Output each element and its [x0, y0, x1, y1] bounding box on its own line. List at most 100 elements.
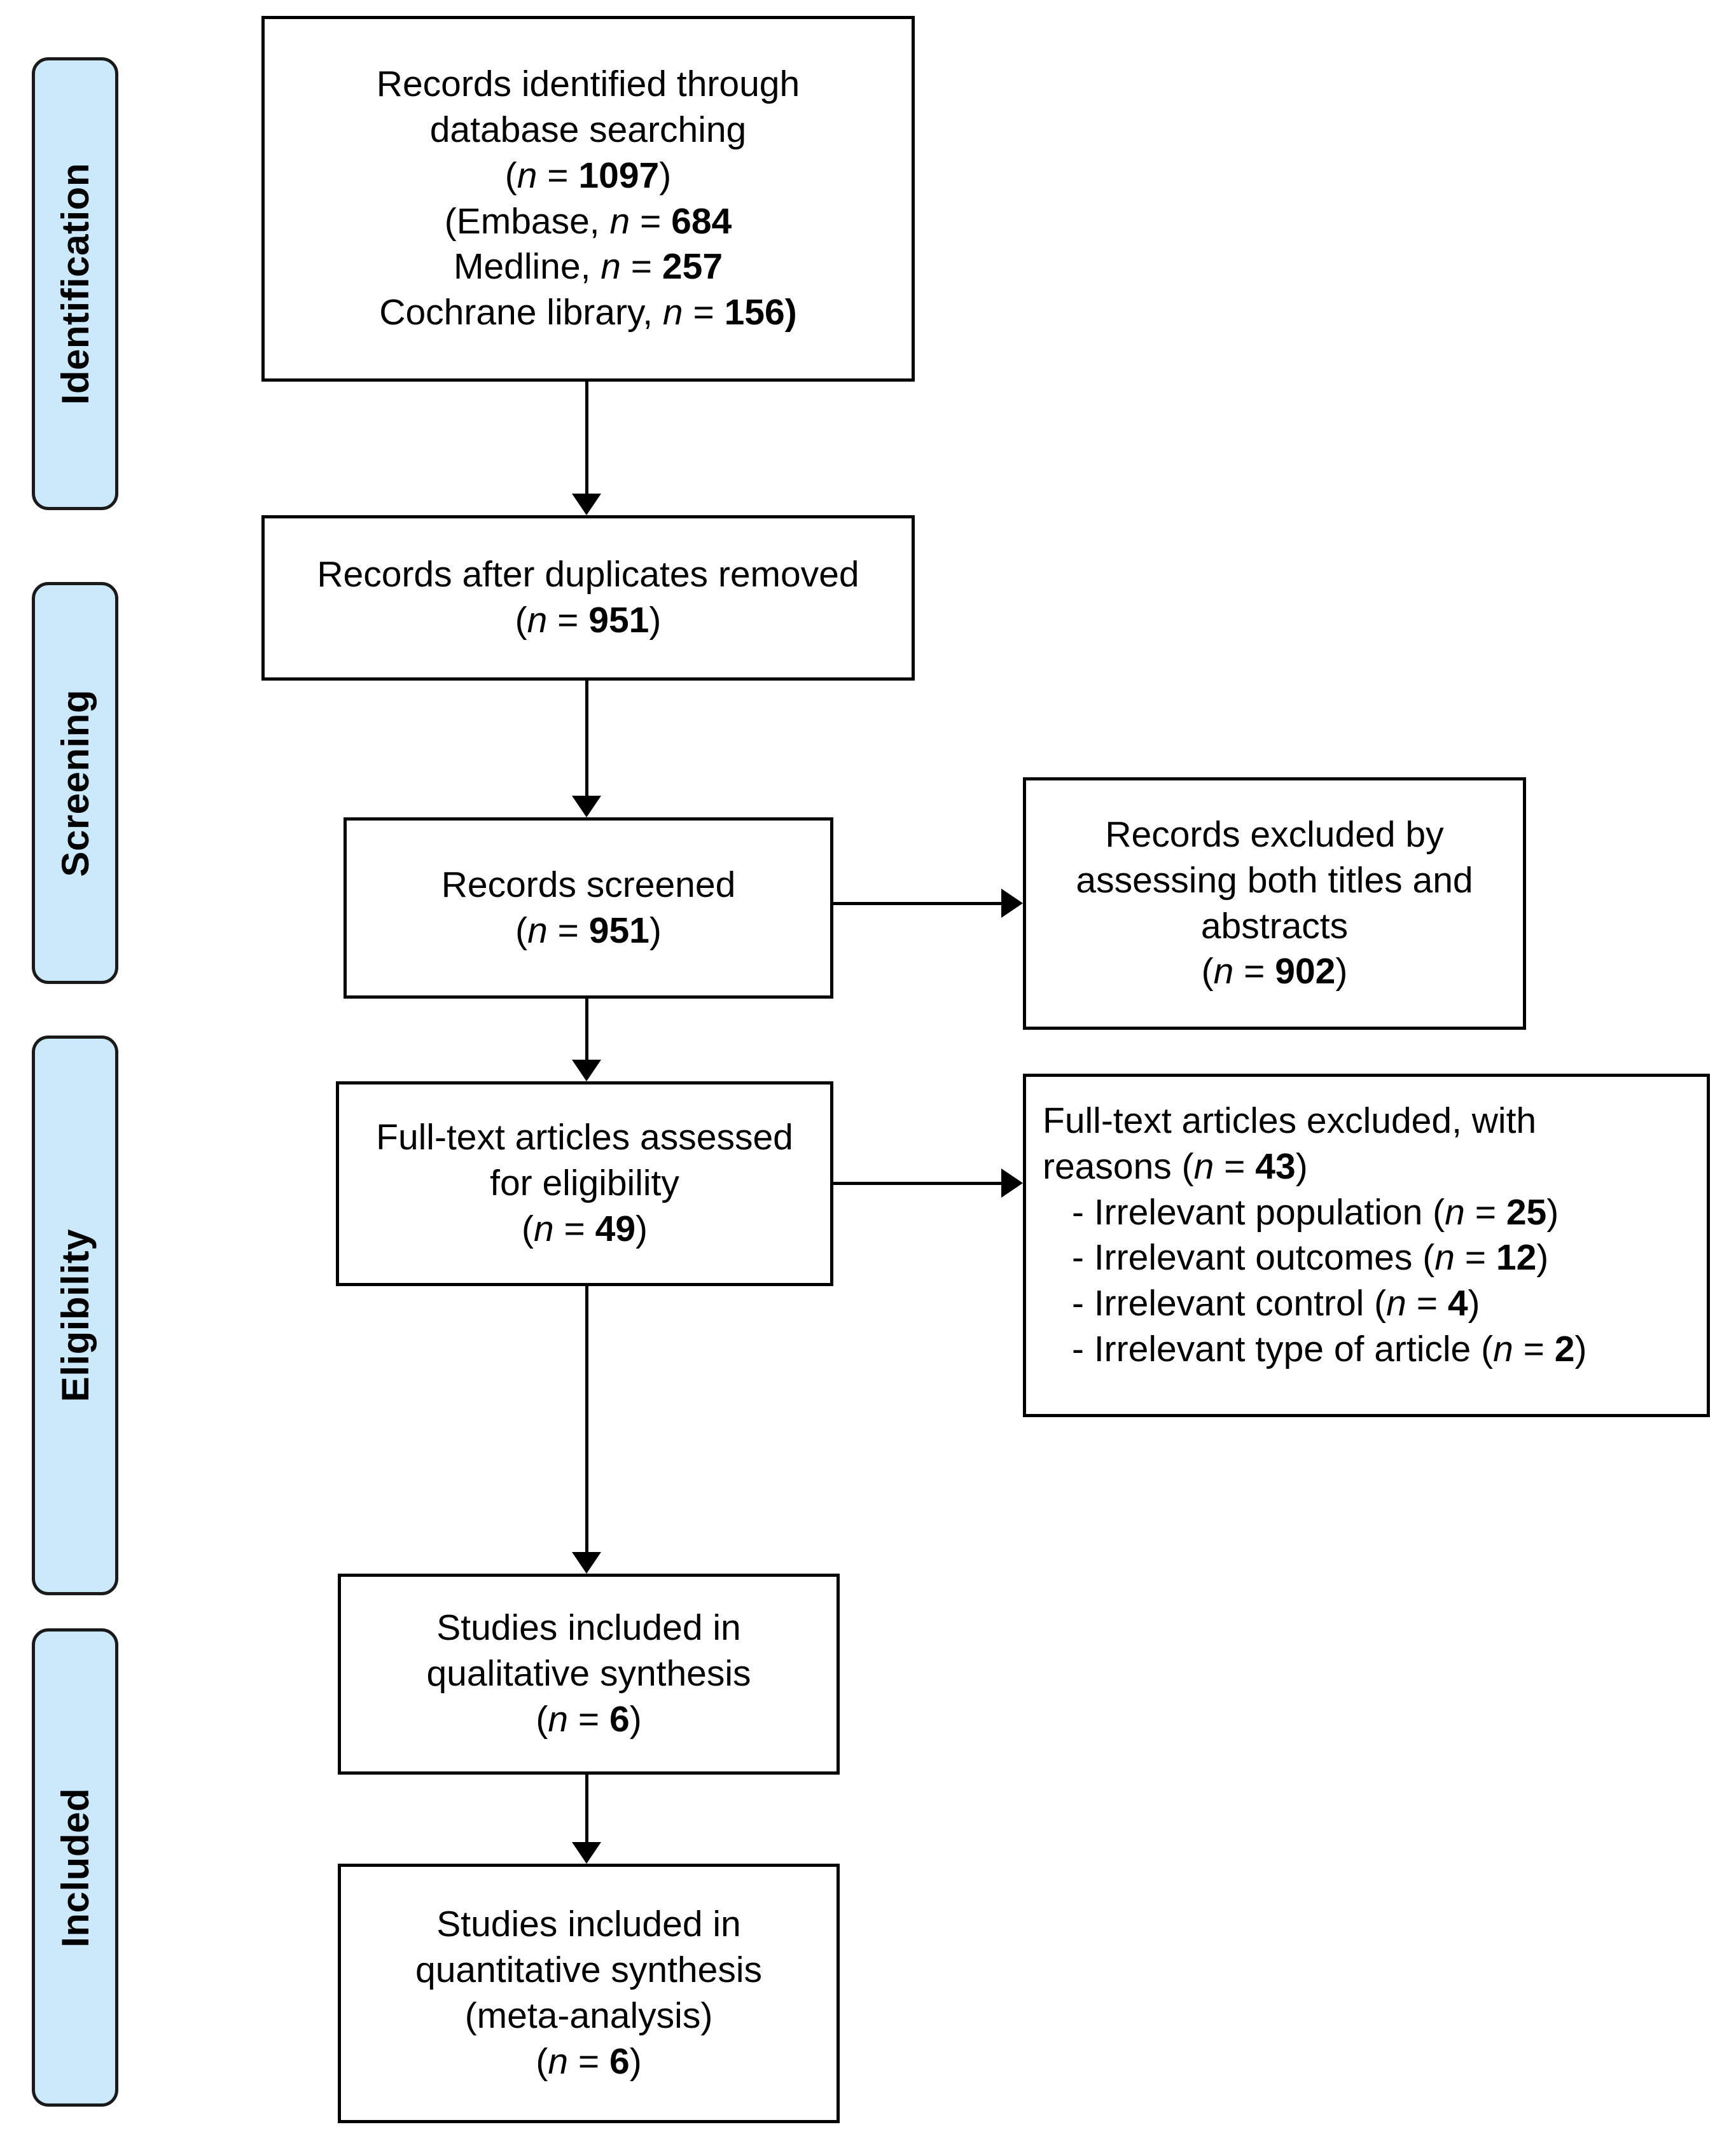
flow-line: Records screened — [441, 864, 736, 905]
flow-line: Studies included in — [436, 1904, 741, 1945]
line-text: = — [1233, 951, 1275, 992]
line-text: = — [1464, 1191, 1506, 1233]
flow-line: Records identified through — [376, 64, 800, 105]
line-text: ) — [659, 155, 672, 196]
n-symbol: n — [517, 155, 538, 196]
stage-label: Eligibility — [53, 1228, 97, 1403]
flow-line: - Irrelevant type of article (n = 2) — [1043, 1327, 1587, 1373]
line-text: = — [1513, 1329, 1555, 1370]
stage-pill-identification: Identification — [32, 57, 118, 510]
flow-line: assessing both titles and — [1076, 859, 1473, 901]
flow-line: for eligibility — [490, 1163, 679, 1204]
arrow-fulltext-to-excluded-line — [833, 1182, 1001, 1185]
arrow-duplicates-to-screened-arrowhead — [572, 796, 601, 817]
n-symbol: n — [548, 1698, 569, 1740]
flow-line: (n = 902) — [1202, 949, 1348, 995]
stage-label: Identification — [53, 162, 97, 405]
flow-line: Medline, n = 257 — [454, 244, 723, 290]
flow-line: (n = 6) — [536, 1697, 641, 1743]
flow-line: (n = 1097) — [505, 153, 671, 199]
n-symbol: n — [609, 200, 630, 242]
count-value: 49 — [595, 1208, 636, 1249]
count-value: 902 — [1275, 951, 1336, 992]
line-text: = — [630, 200, 672, 242]
line-text: ) — [649, 600, 662, 641]
stage-label: Included — [53, 1787, 97, 1948]
line-text: ) — [1335, 951, 1348, 992]
arrow-identified-to-duplicates-line — [585, 382, 588, 494]
stage-pill-included: Included — [32, 1628, 118, 2107]
flow-line: (n = 6) — [536, 2039, 641, 2085]
line-text: - Irrelevant control ( — [1072, 1283, 1387, 1324]
flow-line: (Embase, n = 684 — [445, 199, 732, 245]
n-symbol: n — [533, 1208, 554, 1249]
line-text: ( — [504, 155, 517, 196]
line-text: ) — [1295, 1146, 1308, 1187]
arrow-duplicates-to-screened-line — [585, 681, 588, 796]
flow-line: (n = 951) — [515, 908, 662, 954]
records-screened-box: Records screened(n = 951) — [344, 817, 833, 999]
count-value: 12 — [1496, 1237, 1537, 1278]
line-text: ( — [536, 1698, 548, 1740]
stage-pill-eligibility: Eligibility — [32, 1036, 118, 1595]
line-text: reasons ( — [1043, 1146, 1194, 1187]
flow-line: reasons (n = 43) — [1043, 1144, 1308, 1190]
arrow-identified-to-duplicates-arrowhead — [572, 494, 601, 515]
stage-label: Screening — [53, 689, 97, 877]
line-text: = — [568, 1698, 609, 1740]
count-value: 951 — [588, 600, 649, 641]
n-symbol: n — [601, 246, 621, 288]
count-value: 156) — [724, 292, 797, 333]
line-text: Cochrane library, — [379, 292, 663, 333]
count-value: 257 — [662, 246, 723, 288]
flow-line: - Irrelevant population (n = 25) — [1043, 1190, 1559, 1236]
count-value: 951 — [588, 910, 649, 951]
line-text: ( — [515, 600, 527, 641]
line-text: - Irrelevant type of article ( — [1072, 1329, 1494, 1370]
quantitative-synthesis-box: Studies included in quantitative synthesi… — [338, 1864, 840, 2123]
records-after-duplicates-box: Records after duplicates removed(n = 951… — [261, 515, 915, 681]
count-value: 4 — [1447, 1283, 1468, 1324]
n-symbol: n — [548, 2040, 569, 2082]
line-text: (Embase, — [444, 200, 610, 242]
stage-pill-screening: Screening — [32, 582, 118, 984]
flow-line: - Irrelevant outcomes (n = 12) — [1043, 1235, 1548, 1281]
arrow-fulltext-to-excluded-arrowhead — [1001, 1168, 1023, 1198]
arrow-fulltext-to-qualitative-line — [585, 1286, 588, 1552]
flow-line: (n = 951) — [515, 598, 662, 644]
n-symbol: n — [1445, 1191, 1465, 1233]
line-text: Medline, — [453, 246, 601, 288]
line-text: ) — [1536, 1237, 1549, 1278]
line-text: = — [620, 246, 662, 288]
count-value: 1097 — [578, 155, 660, 196]
arrow-fulltext-to-qualitative-arrowhead — [572, 1552, 601, 1574]
n-symbol: n — [1213, 951, 1234, 992]
count-value: 25 — [1506, 1191, 1547, 1233]
flow-line: Records after duplicates removed — [317, 554, 859, 595]
flow-line: Cochrane library, n = 156) — [379, 290, 796, 336]
line-text: ) — [649, 910, 662, 951]
count-value: 6 — [609, 1698, 630, 1740]
line-text: ) — [1546, 1191, 1559, 1233]
line-text: = — [547, 600, 589, 641]
n-symbol: n — [527, 600, 548, 641]
line-text: = — [568, 2040, 609, 2082]
arrow-screened-to-excluded-line — [833, 902, 1001, 905]
line-text: = — [553, 1208, 595, 1249]
line-text: = — [683, 292, 725, 333]
flow-line: (n = 49) — [522, 1207, 648, 1252]
count-value: 2 — [1554, 1329, 1575, 1370]
flow-line: qualitative synthesis — [426, 1653, 751, 1694]
flow-line: quantitative synthesis — [415, 1950, 762, 1991]
flow-line: Full-text articles excluded, with — [1043, 1100, 1537, 1141]
line-text: - Irrelevant outcomes ( — [1072, 1237, 1435, 1278]
line-text: ) — [635, 1208, 648, 1249]
line-text: = — [537, 155, 579, 196]
flow-line: Studies included in — [436, 1607, 741, 1649]
line-text: ( — [515, 910, 528, 951]
